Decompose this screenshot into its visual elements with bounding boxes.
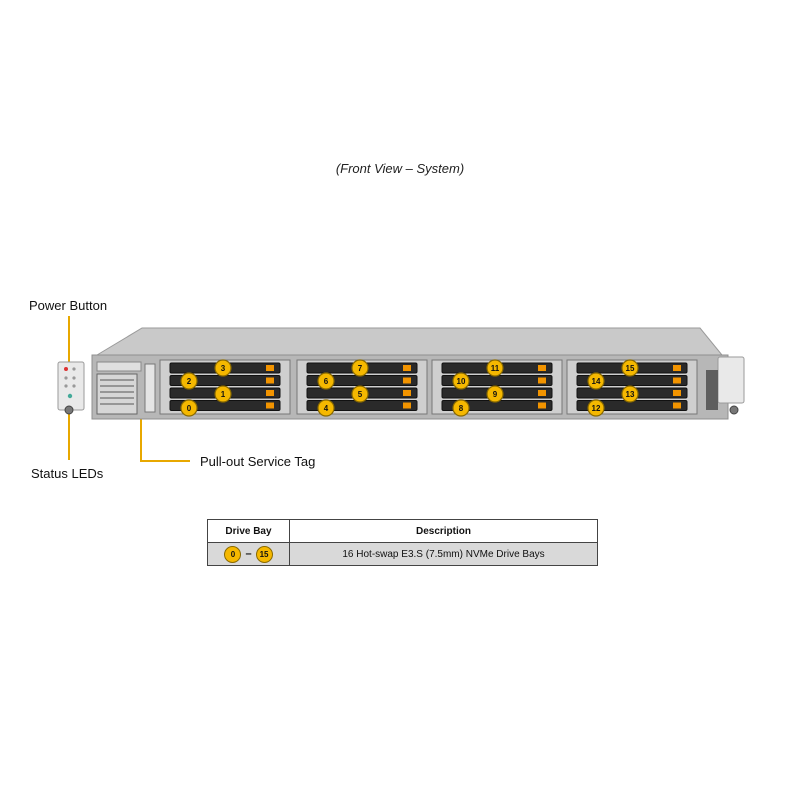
drive-bay-badge — [351, 359, 369, 377]
status-led-icon — [67, 393, 73, 399]
led-icon — [64, 384, 68, 388]
chassis-top — [95, 327, 724, 356]
range-separator: – — [245, 548, 252, 560]
drive-bay-badge — [621, 385, 639, 403]
vent-grille — [96, 373, 138, 415]
led-icon — [72, 367, 76, 371]
right-vent — [706, 370, 718, 410]
drive-bay-number: 0 — [187, 404, 192, 413]
drive-latch[interactable] — [403, 402, 411, 409]
drive-latch[interactable] — [538, 377, 546, 384]
drive-bay-badge — [317, 399, 335, 417]
drive-latch[interactable] — [538, 365, 546, 371]
thumbscrew-icon — [729, 405, 739, 415]
drive-latch[interactable] — [266, 402, 274, 409]
led-icon — [64, 376, 68, 380]
drive-bay-number: 15 — [626, 364, 635, 373]
drive-bay-badge — [214, 359, 232, 377]
drive-bay-number: 4 — [324, 404, 329, 413]
bay-start-badge: 0 — [224, 545, 242, 563]
drive-bay-badge — [486, 385, 504, 403]
drive-bay-number: 8 — [459, 404, 464, 413]
drive-bay-number: 11 — [491, 364, 500, 373]
drive-bay-header: Drive Bay — [207, 519, 290, 543]
drive-bay-number: 12 — [592, 404, 601, 413]
drive-latch[interactable] — [538, 402, 546, 409]
drive-bay-badge — [214, 385, 232, 403]
drive-bay-table: Drive Bay Description 0 – 15 16 Hot-swap… — [207, 519, 598, 566]
drive-latch[interactable] — [673, 402, 681, 409]
drive-latch[interactable] — [673, 365, 681, 371]
table-header-row: Drive Bay Description — [207, 519, 598, 543]
top-vent — [96, 361, 142, 372]
description-cell: 16 Hot-swap E3.S (7.5mm) NVMe Drive Bays — [289, 542, 598, 566]
drive-bay-badge — [486, 359, 504, 377]
thumbscrew-icon — [64, 405, 74, 415]
drive-latch[interactable] — [538, 390, 546, 396]
drive-bay-number: 5 — [358, 390, 363, 399]
led-icon — [72, 384, 76, 388]
drive-bay-badge — [587, 372, 605, 390]
led-icon — [72, 376, 76, 380]
drive-latch[interactable] — [403, 390, 411, 396]
bay-end-badge: 15 — [255, 545, 273, 563]
figure-caption: (Front View – System) — [335, 161, 465, 176]
drive-bay-number: 10 — [457, 377, 466, 386]
drive-bay-badge — [351, 385, 369, 403]
service-tag-callout-line — [140, 412, 190, 462]
drive-bay-number: 9 — [493, 390, 498, 399]
drive-bay-number: 3 — [221, 364, 226, 373]
table-row: 0 – 15 16 Hot-swap E3.S (7.5mm) NVMe Dri… — [207, 542, 598, 566]
drive-bay-number: 7 — [358, 364, 363, 373]
drive-bay-badge — [180, 372, 198, 390]
right-ear — [717, 356, 745, 404]
drive-latch[interactable] — [403, 365, 411, 371]
left-control-ear — [57, 361, 85, 411]
drive-latch[interactable] — [673, 377, 681, 384]
status-leds-label: Status LEDs — [31, 466, 104, 481]
drive-latch[interactable] — [266, 377, 274, 384]
description-header: Description — [289, 519, 598, 543]
drive-latch[interactable] — [266, 390, 274, 396]
drive-bay-badge — [180, 399, 198, 417]
drive-latch[interactable] — [673, 390, 681, 396]
drive-bay-cell: 0 – 15 — [207, 542, 290, 566]
drive-latch[interactable] — [403, 377, 411, 384]
drive-bay-number: 2 — [187, 377, 192, 386]
drive-bay-number: 14 — [592, 377, 601, 386]
drive-bay-number: 6 — [324, 377, 329, 386]
power-button-icon[interactable] — [64, 367, 68, 371]
drive-bay-badge — [587, 399, 605, 417]
drive-latch[interactable] — [266, 365, 274, 371]
drive-bay-badge — [621, 359, 639, 377]
service-tag[interactable] — [144, 363, 156, 413]
drive-bay-badge — [317, 372, 335, 390]
service-tag-label: Pull-out Service Tag — [200, 454, 316, 469]
drive-bay-badge — [452, 399, 470, 417]
drive-bay-number: 1 — [221, 390, 226, 399]
drive-bay-badge — [452, 372, 470, 390]
power-button-label: Power Button — [29, 298, 108, 313]
drive-bay-number: 13 — [626, 390, 635, 399]
